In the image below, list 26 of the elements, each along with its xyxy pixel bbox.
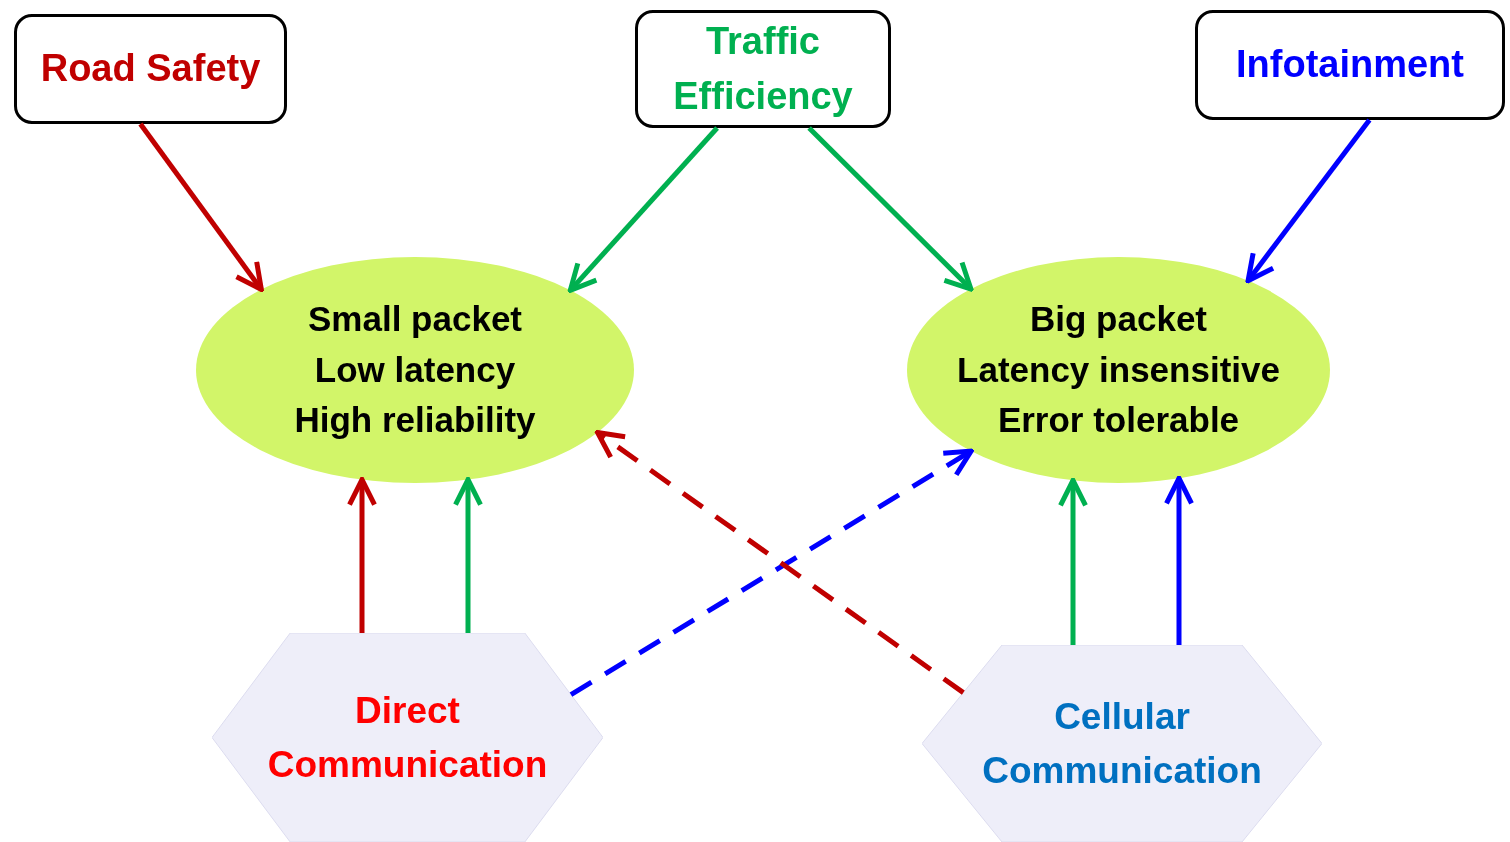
category-box xyxy=(14,14,287,124)
node-text: Cellular Communication xyxy=(981,694,1263,793)
node-text: Low latency xyxy=(313,348,517,391)
arrow xyxy=(807,126,974,292)
node-text: Direct Communication xyxy=(266,688,549,787)
arrow xyxy=(138,122,264,292)
node-text: Error tolerable xyxy=(996,399,1241,442)
arrow xyxy=(567,126,719,293)
arrow xyxy=(1245,118,1372,284)
arrow xyxy=(1164,475,1194,645)
node-text: Infotainment xyxy=(1235,42,1465,88)
communication-hexagon xyxy=(922,645,1322,842)
arrow xyxy=(595,429,965,695)
arrow xyxy=(347,477,377,633)
node-text: Latency insensitive xyxy=(956,348,1281,391)
node-text: Traffic Efficiency xyxy=(672,18,854,119)
node-text: High reliability xyxy=(293,399,537,442)
node-text: Big packet xyxy=(1029,297,1208,340)
node-text: Road Safety xyxy=(39,46,262,92)
category-box xyxy=(1195,10,1505,120)
arrow xyxy=(453,477,483,633)
arrow xyxy=(1058,477,1088,645)
node-text: Small packet xyxy=(307,297,523,340)
communication-hexagon xyxy=(212,633,603,842)
arrow xyxy=(569,448,974,697)
category-box xyxy=(635,10,891,128)
